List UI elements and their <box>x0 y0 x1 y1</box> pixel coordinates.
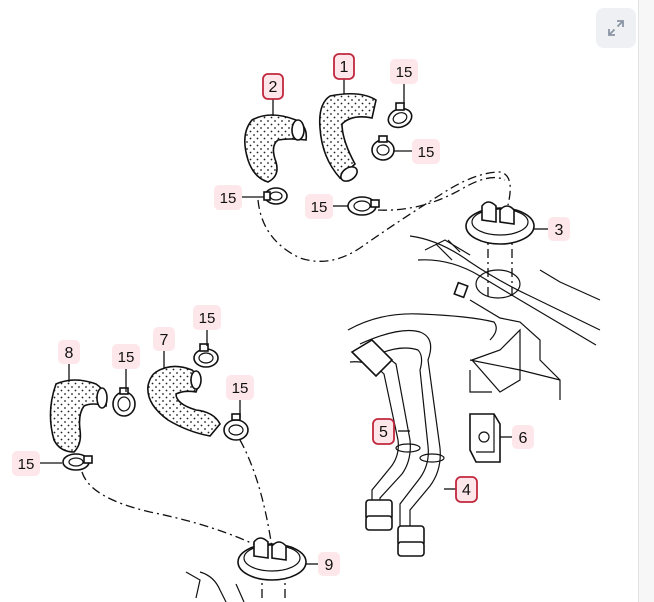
lower-body-panel <box>185 571 245 602</box>
callout-3-text: 3 <box>555 222 564 239</box>
bracket-6[interactable] <box>469 413 501 463</box>
callout-15-text: 15 <box>199 310 216 327</box>
callout-15-text: 15 <box>418 144 435 161</box>
callout-15-bottom-left[interactable]: 15 <box>12 451 40 476</box>
callout-15-center-upper[interactable]: 15 <box>305 194 333 219</box>
clamp-lower-a[interactable] <box>193 343 219 368</box>
hose-1[interactable] <box>318 92 377 184</box>
pipe-4[interactable] <box>359 329 441 557</box>
callout-3[interactable]: 3 <box>548 217 570 241</box>
callout-9-text: 9 <box>325 557 334 574</box>
callout-15-text: 15 <box>18 456 35 473</box>
callout-1[interactable]: 1 <box>333 53 355 80</box>
callout-15-text: 15 <box>311 199 328 216</box>
callout-15-lower-right[interactable]: 15 <box>226 375 254 400</box>
expand-button[interactable] <box>596 8 636 48</box>
callout-2-text: 2 <box>269 79 278 96</box>
leader-lines <box>40 78 548 565</box>
callout-2[interactable]: 2 <box>262 73 284 100</box>
expand-arrows-icon <box>608 20 624 36</box>
callout-5-text: 5 <box>379 424 388 441</box>
hose-2[interactable] <box>244 114 308 183</box>
clamp-lower-d[interactable] <box>62 453 93 471</box>
pipe-connector <box>469 328 521 393</box>
callout-15-text: 15 <box>220 190 237 207</box>
clamp-upper-b[interactable] <box>371 135 395 161</box>
callout-15-lower-left[interactable]: 15 <box>112 344 140 369</box>
viewer-edge <box>638 0 654 602</box>
clamp-lower-c[interactable] <box>223 413 249 441</box>
callout-8[interactable]: 8 <box>58 340 80 364</box>
clamp-lower-b[interactable] <box>112 387 136 417</box>
callout-4-text: 4 <box>462 482 471 499</box>
callout-15-text: 15 <box>396 64 413 81</box>
hose-7[interactable] <box>147 365 221 437</box>
body-panel <box>409 235 601 400</box>
callout-15-text: 15 <box>232 380 249 397</box>
callout-15-lower-top[interactable]: 15 <box>193 305 221 330</box>
callout-7-text: 7 <box>160 332 169 349</box>
callout-8-text: 8 <box>65 345 74 362</box>
callout-15-text: 15 <box>118 349 135 366</box>
callout-1-text: 1 <box>340 59 349 76</box>
callout-7[interactable]: 7 <box>153 327 175 351</box>
callout-6-text: 6 <box>519 430 528 447</box>
callout-4[interactable]: 4 <box>455 476 478 503</box>
hose-8[interactable] <box>49 379 108 453</box>
grommet-9[interactable] <box>237 537 307 581</box>
pipe-5[interactable] <box>347 313 497 531</box>
clamp-upper-a[interactable] <box>386 102 415 131</box>
clamp-upper-c[interactable] <box>263 187 288 205</box>
clamp-upper-d[interactable] <box>347 196 380 216</box>
grommet-3[interactable] <box>465 201 535 245</box>
callout-5[interactable]: 5 <box>372 418 395 445</box>
callout-6[interactable]: 6 <box>512 425 534 449</box>
callout-9[interactable]: 9 <box>318 552 340 576</box>
callout-15-upper-right[interactable]: 15 <box>390 59 418 84</box>
callout-15-right-mid[interactable]: 15 <box>412 139 440 164</box>
callout-15-left-upper[interactable]: 15 <box>214 185 242 210</box>
